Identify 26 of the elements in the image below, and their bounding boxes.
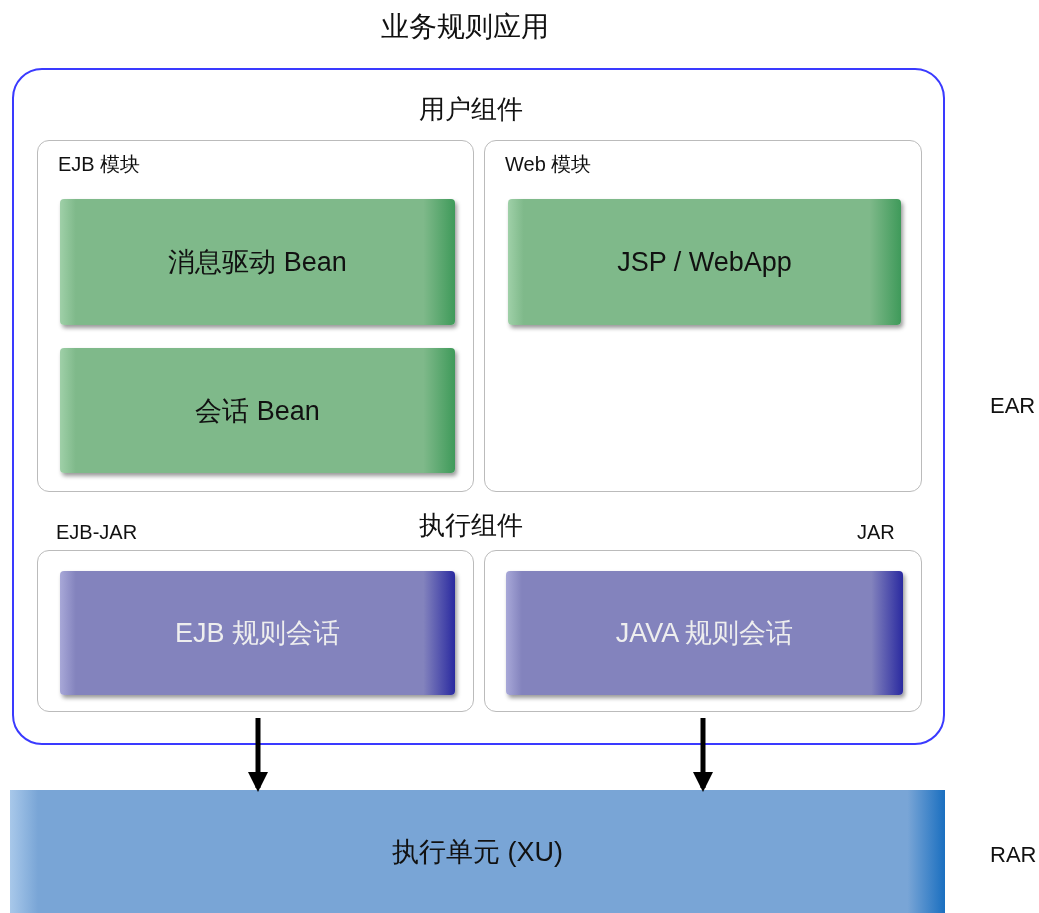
component-box [60,348,455,473]
module-label: EJB 模块 [58,152,141,177]
component-box [60,571,455,695]
component-box [60,199,455,325]
component-label: JSP / WebApp [617,246,792,278]
component-box [508,199,901,325]
arrow [248,718,268,792]
component-box [506,571,903,695]
module-label: Web 模块 [505,152,592,177]
component-label: JAVA 规则会话 [615,617,794,650]
component-label: 执行单元 (XU) [392,835,563,869]
module-box [37,140,474,492]
archive-label: EAR [990,393,1036,419]
execution-unit-bar [10,790,945,913]
arrow [693,718,713,792]
container-box [12,68,945,745]
module-label: EJB-JAR [56,521,138,544]
module-label: JAR [857,521,895,544]
component-label: EJB 规则会话 [175,617,340,650]
component-label: 消息驱动 Bean [168,246,347,279]
section-heading: 用户组件 [419,93,523,126]
section-heading: 执行组件 [419,509,523,542]
module-box [484,140,922,492]
component-label: 会话 Bean [195,394,320,428]
diagram-title: 业务规则应用 [380,10,550,44]
archive-label: RAR [990,842,1037,868]
